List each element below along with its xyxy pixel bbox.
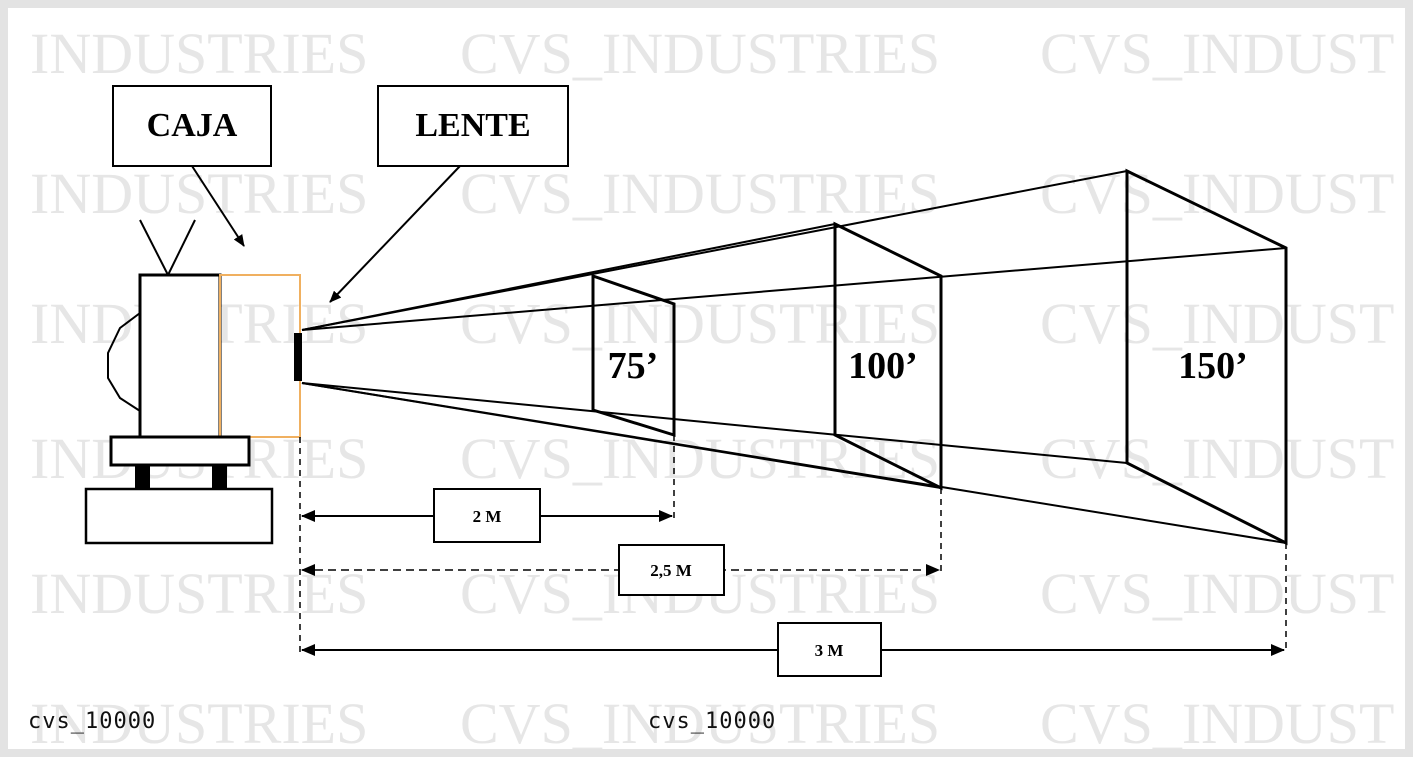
- screen-size-label: 100’: [848, 345, 918, 387]
- distance-label: 2,5 M: [650, 561, 692, 580]
- callout-arrow: [329, 165, 461, 303]
- watermark-text: CVS_INDUST: [1040, 291, 1395, 356]
- callout-arrow: [191, 165, 245, 247]
- distance-label-2-5m: 2,5 M: [618, 544, 725, 596]
- diagram-frame: INDUSTRIES CVS_INDUSTRIES CVS_INDUST IND…: [8, 8, 1405, 749]
- distance-label-2m: 2 M: [433, 488, 541, 543]
- watermark-text: CVS_INDUST: [1040, 21, 1395, 86]
- model-code: cvs_10000: [28, 709, 156, 734]
- watermark-layer: INDUSTRIES CVS_INDUSTRIES CVS_INDUST IND…: [30, 21, 1395, 749]
- model-code: cvs_10000: [648, 709, 776, 734]
- distance-label: 2 M: [473, 507, 502, 526]
- distance-guides: [299, 435, 1287, 656]
- watermark-text: CVS_INDUSTRIES: [460, 291, 940, 356]
- projection-beams: [301, 170, 1287, 544]
- distance-label: 3 M: [815, 641, 844, 660]
- callout-box-caja: CAJA: [112, 85, 272, 167]
- watermark-text: CVS_INDUST: [1040, 691, 1395, 749]
- projector-icon: [84, 219, 302, 545]
- callout-box-lente: LENTE: [377, 85, 569, 167]
- screen-size-label: 75’: [608, 345, 659, 387]
- watermark-text: CVS_INDUST: [1040, 561, 1395, 626]
- projection-diagram: INDUSTRIES CVS_INDUSTRIES CVS_INDUST IND…: [28, 21, 1395, 749]
- watermark-text: INDUSTRIES: [30, 21, 368, 86]
- box-label: CAJA: [147, 107, 238, 144]
- watermark-text: CVS_INDUSTRIES: [460, 426, 940, 491]
- watermark-text: CVS_INDUST: [1040, 426, 1395, 491]
- watermark-text: INDUSTRIES: [30, 161, 368, 226]
- watermark-text: CVS_INDUSTRIES: [460, 21, 940, 86]
- distance-label-3m: 3 M: [777, 622, 882, 677]
- lens-label: LENTE: [415, 107, 530, 144]
- watermark-text: INDUSTRIES: [30, 691, 368, 749]
- watermark-text: CVS_INDUSTRIES: [460, 161, 940, 226]
- screen-size-label: 150’: [1178, 345, 1248, 387]
- watermark-text: CVS_INDUSTRIES: [460, 691, 940, 749]
